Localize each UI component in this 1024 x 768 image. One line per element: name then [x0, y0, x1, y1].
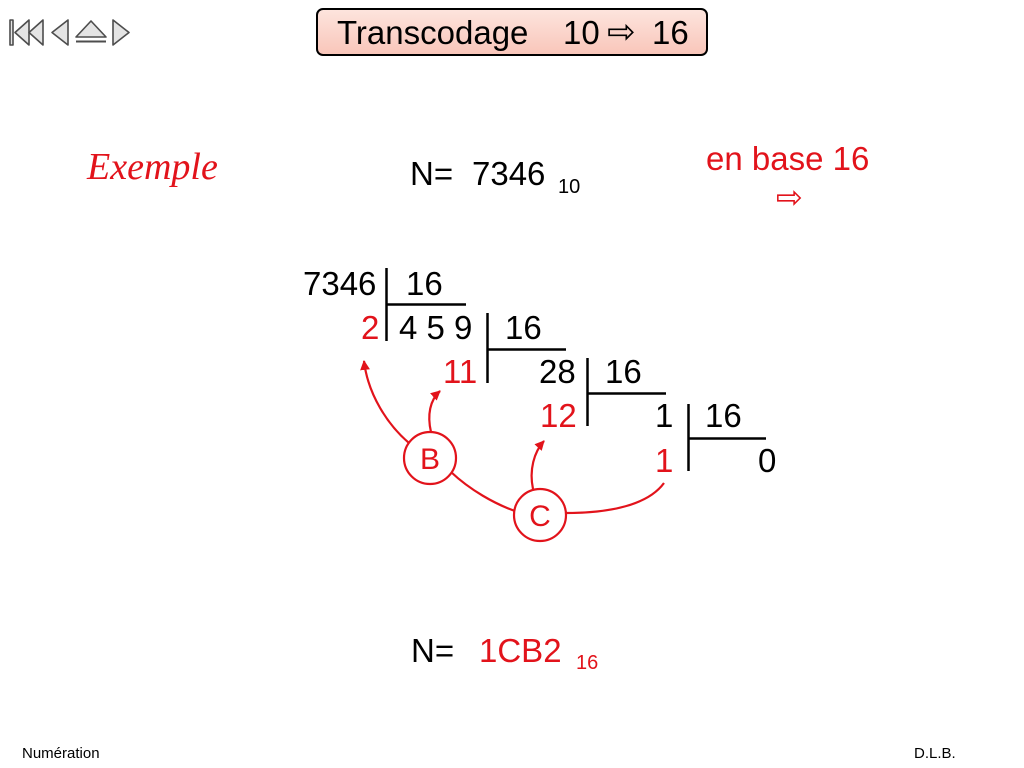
first-slide-icon[interactable]	[9, 19, 44, 46]
dividend-4: 1	[655, 397, 674, 434]
title-arrow-icon: ⇨	[607, 12, 636, 52]
next-slide-icon[interactable]	[112, 19, 130, 46]
remainder-1: 2	[361, 309, 380, 346]
arrow-b-to-remainder-2	[360, 360, 410, 444]
divisor-2: 16	[505, 309, 542, 346]
hex-digit-b-circle	[402, 430, 458, 486]
hex-digit-c-circle	[512, 487, 568, 543]
arrow-c-to-remainder-12	[530, 440, 545, 490]
divisor-3: 16	[605, 353, 642, 390]
hex-digit-c-label: C	[529, 500, 551, 533]
slide-navigation	[9, 19, 130, 46]
home-slide-icon[interactable]	[75, 20, 107, 43]
dividend-3: 28	[539, 353, 576, 390]
source-number-prefix: N=	[410, 155, 454, 192]
example-label: Exemple	[87, 146, 218, 188]
remainder-2: 11	[443, 353, 478, 390]
final-quotient: 0	[758, 442, 777, 479]
link-b-to-c	[450, 471, 516, 513]
footer-right: D.L.B.	[914, 745, 956, 762]
title-target-base: 16	[652, 14, 689, 51]
result-prefix: N=	[411, 632, 455, 669]
hex-digit-b-label: B	[420, 443, 440, 476]
title-source-base: 10	[563, 14, 600, 51]
footer-left: Numération	[22, 745, 100, 762]
title-box: Transcodage 10 ⇨ 16	[316, 8, 708, 56]
target-arrow-icon: ⇨	[776, 178, 803, 216]
target-base-label: en base 16	[706, 140, 870, 177]
previous-slide-icon[interactable]	[51, 19, 69, 46]
remainder-4: 1	[655, 442, 674, 479]
dividend-1: 7346	[303, 265, 377, 302]
divisor-4: 16	[705, 397, 742, 434]
link-c-to-remainder-1	[565, 482, 665, 515]
dividend-2: 4 5 9	[399, 309, 473, 346]
result-value: 1CB2	[479, 632, 562, 669]
divisor-1: 16	[406, 265, 443, 302]
title-word: Transcodage	[337, 14, 529, 51]
result-base: 16	[576, 652, 599, 674]
arrow-b-to-remainder-11	[428, 390, 441, 433]
source-number-value: 7346	[472, 155, 546, 192]
remainder-3: 12	[540, 397, 577, 434]
source-number-base: 10	[558, 176, 581, 198]
